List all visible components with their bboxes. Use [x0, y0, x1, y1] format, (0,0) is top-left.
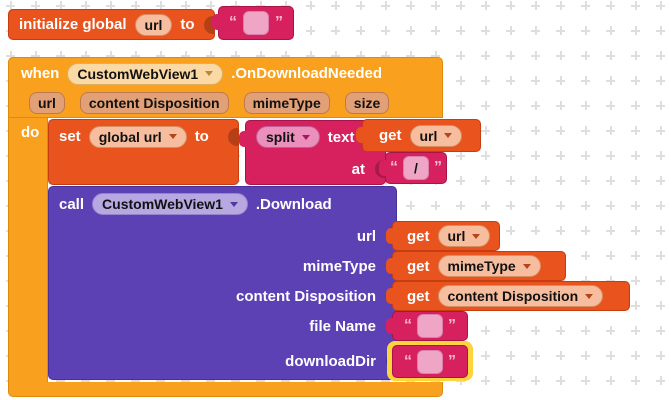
- download-dir-text-block-selected[interactable]: “ ”: [392, 345, 468, 378]
- to-label: to: [180, 16, 195, 33]
- split-operator-dropdown[interactable]: split: [256, 126, 320, 148]
- connector-tab: [386, 318, 396, 334]
- get-mimetype-arg-block[interactable]: get mimeType: [386, 251, 566, 281]
- get-keyword: get: [379, 127, 402, 144]
- connector-tab: [239, 131, 249, 147]
- arg-label-content-disposition: content Disposition: [236, 287, 376, 305]
- arg-row-file-name: file Name: [49, 311, 396, 341]
- event-name: .OnDownloadNeeded: [231, 65, 383, 82]
- text-input-field[interactable]: [417, 349, 443, 374]
- file-name-text-block[interactable]: “ ”: [386, 311, 468, 341]
- var-name-field[interactable]: url: [134, 13, 173, 36]
- text-input-field[interactable]: [243, 11, 269, 35]
- event-param-mimetype[interactable]: mimeType: [243, 92, 330, 114]
- get-content-disposition-arg-block[interactable]: get content Disposition: [386, 281, 630, 311]
- connector-tab: [212, 14, 222, 30]
- close-quote: ”: [275, 14, 283, 31]
- open-quote: “: [229, 14, 237, 31]
- call-keyword: call: [59, 195, 85, 213]
- to-label: to: [194, 128, 209, 145]
- dropdown-arrow-icon: [444, 133, 453, 138]
- do-label: do: [21, 124, 40, 141]
- initialize-keyword: initialize global: [19, 16, 127, 33]
- component-name: CustomWebView1: [77, 65, 199, 82]
- get-var-dropdown[interactable]: url: [409, 124, 463, 147]
- text-input-field[interactable]: [417, 314, 443, 338]
- at-arg-label: at: [351, 160, 365, 178]
- arg-row-url: url: [49, 221, 396, 251]
- arg-row-download-dir: downloadDir: [49, 341, 396, 381]
- get-url-arg-block[interactable]: get url: [386, 221, 500, 251]
- connector-tab: [356, 127, 366, 143]
- arg-row-content-disposition: content Disposition: [49, 281, 396, 311]
- method-name: .Download: [255, 195, 332, 213]
- when-event-block-foot[interactable]: [8, 382, 443, 397]
- dropdown-arrow-icon: [585, 293, 594, 299]
- get-url-block[interactable]: get url: [356, 119, 481, 152]
- set-var-name: global url: [98, 128, 162, 145]
- dropdown-arrow-icon: [229, 201, 238, 207]
- set-var-dropdown[interactable]: global url: [88, 125, 187, 148]
- get-var-name: url: [419, 127, 438, 144]
- call-component-name: CustomWebView1: [102, 196, 223, 212]
- slash-text-block[interactable]: “ / ”: [379, 152, 447, 184]
- dropdown-arrow-icon: [205, 71, 214, 76]
- event-param-url[interactable]: url: [29, 92, 65, 114]
- event-param-content-disposition[interactable]: content Disposition: [79, 92, 229, 114]
- open-quote: “: [404, 317, 412, 334]
- dropdown-arrow-icon: [301, 134, 310, 140]
- event-param-size[interactable]: size: [344, 92, 390, 114]
- connector-tab: [386, 258, 396, 274]
- get-var-dropdown[interactable]: mimeType: [437, 255, 541, 277]
- arg-label-download-dir: downloadDir: [285, 352, 376, 370]
- set-keyword: set: [59, 128, 81, 145]
- arg-row-mimetype: mimeType: [49, 251, 396, 281]
- call-method-block[interactable]: call CustomWebView1 .Download url mimeTy…: [48, 186, 397, 380]
- get-var-dropdown[interactable]: content Disposition: [437, 285, 604, 307]
- arg-label-mimetype: mimeType: [302, 257, 376, 275]
- get-var-name: content Disposition: [447, 288, 579, 304]
- open-quote: “: [390, 159, 398, 176]
- when-event-block-do-column[interactable]: do: [8, 118, 48, 383]
- get-var-name: mimeType: [447, 258, 516, 274]
- connector-tab: [379, 160, 389, 176]
- get-keyword: get: [407, 227, 430, 245]
- get-var-dropdown[interactable]: url: [437, 225, 491, 247]
- text-arg-label: text: [327, 128, 355, 146]
- dropdown-arrow-icon: [522, 263, 531, 269]
- close-quote: ”: [448, 317, 456, 334]
- close-quote: ”: [448, 352, 456, 370]
- when-event-block-head[interactable]: when CustomWebView1 .OnDownloadNeeded ur…: [8, 57, 443, 118]
- empty-text-block[interactable]: “ ”: [212, 6, 294, 40]
- dropdown-arrow-icon: [168, 134, 177, 139]
- value-socket: [228, 127, 238, 146]
- split-operator: split: [266, 129, 295, 145]
- component-dropdown[interactable]: CustomWebView1: [67, 62, 224, 85]
- close-quote: ”: [434, 159, 442, 176]
- arg-label-url: url: [356, 227, 376, 245]
- connector-tab: [386, 288, 396, 304]
- open-quote: “: [404, 352, 412, 370]
- get-keyword: get: [407, 257, 430, 275]
- var-name-text: url: [144, 16, 163, 33]
- initialize-global-block[interactable]: initialize global url to: [8, 9, 215, 40]
- set-variable-block[interactable]: set global url to: [48, 119, 239, 185]
- value-socket: [204, 15, 214, 34]
- connector-tab: [386, 228, 396, 244]
- get-keyword: get: [407, 287, 430, 305]
- dropdown-arrow-icon: [472, 233, 481, 239]
- when-keyword: when: [21, 65, 60, 82]
- call-component-dropdown[interactable]: CustomWebView1: [92, 193, 248, 215]
- get-var-name: url: [447, 228, 466, 244]
- arg-label-file-name: file Name: [309, 317, 376, 335]
- text-input-field[interactable]: /: [403, 156, 429, 180]
